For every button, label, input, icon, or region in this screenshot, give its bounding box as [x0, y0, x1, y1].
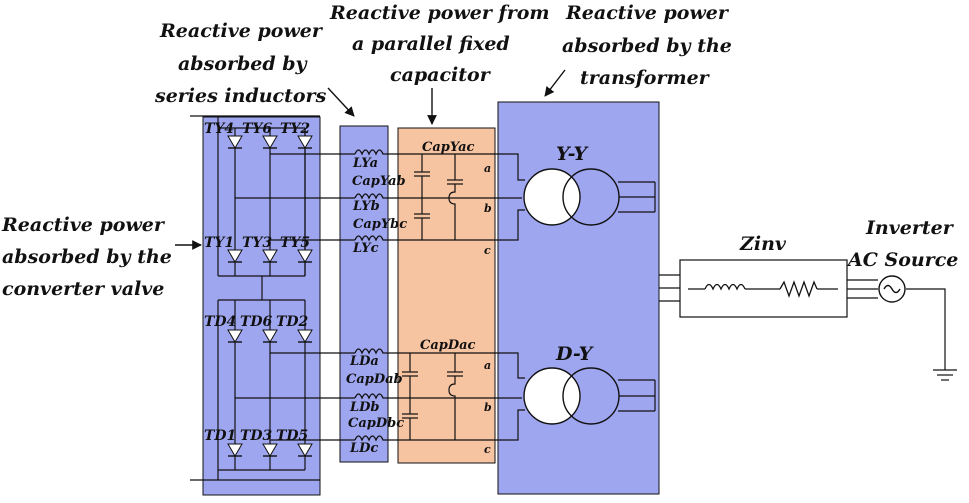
fixed-capacitor-annotation-line-1: Reactive power from [329, 2, 549, 24]
series-inductors-annotation-line-1: Reactive power [159, 20, 324, 42]
fixed-capacitor-annotation-line-3: capacitor [390, 64, 492, 86]
capacitor-label-CapYac: CapYac [422, 140, 475, 155]
transformer-annotation-line-2: absorbed by the [562, 35, 732, 57]
upper-inductor-coils [354, 149, 385, 242]
fixed-capacitor-annotation-line-2: a parallel fixed [352, 33, 510, 55]
series-inductors-annotation-line-3: series inductors [154, 85, 327, 107]
thyristor-TY2-symbol [297, 135, 313, 149]
thyristor-TD3-symbol [262, 443, 278, 457]
fixed-capacitor-block [397, 127, 496, 464]
thyristor-TY5-symbol [297, 249, 313, 263]
thyristor-label-TY6: TY6 [242, 121, 272, 137]
ac-source-symbol [878, 275, 906, 303]
lower-phase-wires [235, 352, 525, 441]
phase-label-lower-c: c [484, 443, 491, 456]
phase-label-upper-b: b [484, 202, 492, 215]
thyristor-TY3-symbol [262, 249, 278, 263]
thyristor-TD4-symbol [227, 329, 243, 343]
inductor-label-LYa: LYa [352, 156, 378, 171]
inductor-label-LYc: LYc [352, 241, 379, 256]
transformer-yy-label: Y-Y [556, 143, 589, 165]
converter-valve-annotation-line-1: Reactive power [1, 214, 166, 236]
thyristor-label-TY2: TY2 [280, 121, 310, 137]
thyristor-label-TY5: TY5 [280, 235, 310, 251]
thyristor-TD5-symbol [297, 443, 313, 457]
converter-valve-annotation-line-3: converter valve [2, 278, 164, 300]
upper-phase-wires [235, 153, 525, 241]
converter-valve-block [202, 116, 321, 496]
transformer-dy-symbol [523, 367, 620, 425]
transformer-annotation-line-1: Reactive power [565, 2, 730, 24]
capacitor-label-CapYab: CapYab [352, 174, 406, 189]
series-inductors-annotation-line-2: absorbed by [178, 53, 309, 75]
annotation-arrows [175, 69, 566, 250]
upper-capacitors [414, 154, 463, 240]
thyristor-TY1-symbol [227, 249, 243, 263]
thyristor-label-TD1: TD1 [204, 428, 236, 444]
capacitor-label-CapYbc: CapYbc [353, 217, 407, 232]
thyristor-TY4-symbol [227, 135, 243, 149]
series-inductor-block [339, 125, 389, 463]
phase-label-lower-b: b [484, 401, 492, 414]
transformer-secondary-wires [618, 181, 680, 412]
thyristor-label-TD3: TD3 [240, 428, 273, 444]
transformer-dy-label: D-Y [555, 343, 595, 365]
phase-label-upper-c: c [484, 244, 491, 257]
phase-label-lower-a: a [484, 359, 491, 372]
inductor-label-LDa: LDa [349, 354, 379, 369]
lower-capacitors [402, 353, 463, 440]
lower-inductor-coils [354, 348, 385, 442]
inverter-source-label-line-2: AC Source [846, 249, 958, 271]
thyristor-label-TY1: TY1 [204, 235, 234, 251]
capacitor-label-CapDbc: CapDbc [348, 416, 404, 431]
thyristor-label-TD6: TD6 [240, 314, 273, 330]
thyristor-TY6-symbol [262, 135, 278, 149]
transformer-block [497, 101, 660, 495]
inductor-label-LDc: LDc [349, 441, 378, 456]
capacitor-label-CapDac: CapDac [420, 338, 476, 353]
source-wires [847, 279, 957, 381]
inductor-label-LYb: LYb [352, 199, 380, 214]
zinv-label: Zinv [739, 233, 787, 255]
thyristor-TD2-symbol [297, 329, 313, 343]
thyristor-label-TD4: TD4 [204, 314, 236, 330]
converter-valve-annotation-line-2: absorbed by the [2, 246, 172, 268]
thyristor-label-TD5: TD5 [276, 428, 308, 444]
phase-label-upper-a: a [484, 162, 491, 175]
thyristor-label-TY3: TY3 [242, 235, 272, 251]
inductor-label-LDb: LDb [349, 400, 380, 415]
inverter-source-label-line-1: Inverter [865, 217, 955, 239]
thyristor-TD6-symbol [262, 329, 278, 343]
thyristor-TD1-symbol [227, 443, 243, 457]
zinv-impedance-symbol [688, 280, 838, 298]
thyristor-label-TD2: TD2 [276, 314, 309, 330]
capacitor-label-CapDab: CapDab [346, 372, 403, 387]
lower-thyristor-legs [234, 300, 271, 470]
thyristor-label-TY4: TY4 [204, 121, 234, 137]
transformer-annotation-line-3: transformer [580, 67, 711, 89]
